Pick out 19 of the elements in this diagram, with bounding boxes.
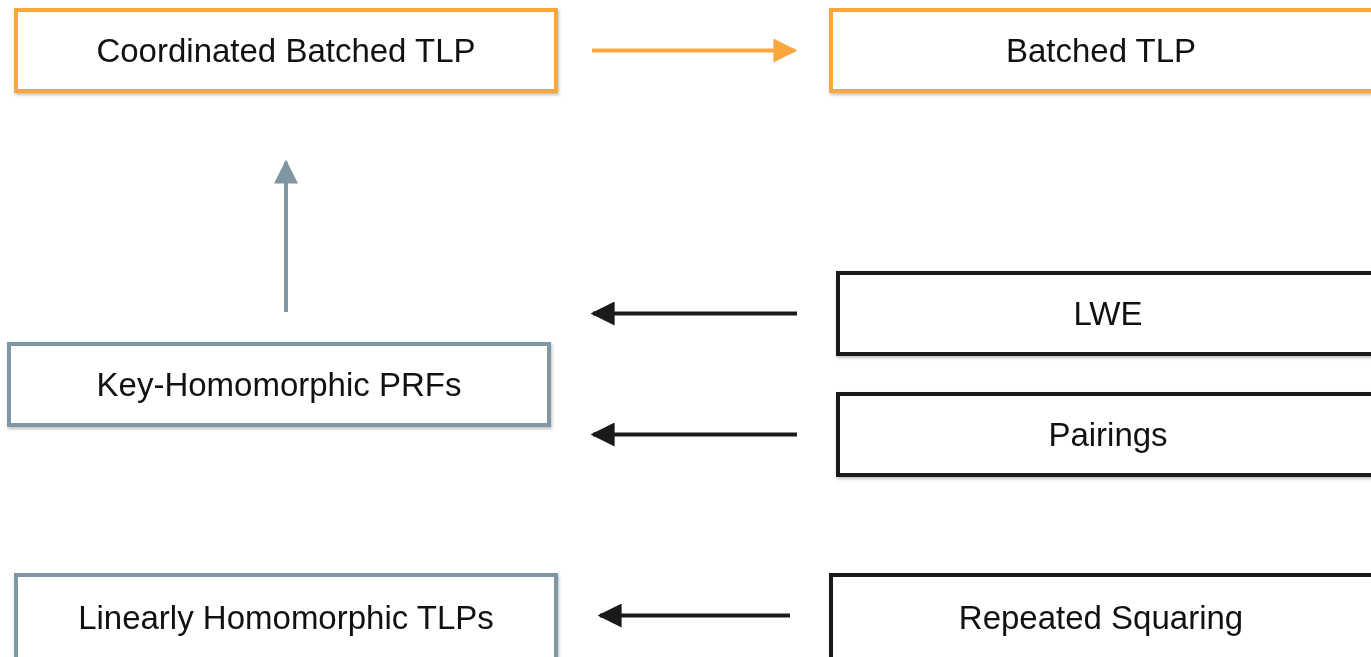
box-label: Linearly Homomorphic TLPs (78, 599, 494, 637)
process-box (829, 8, 1371, 93)
arrow (274, 159, 298, 312)
box-label: Pairings (1048, 415, 1168, 454)
box-label: Repeated Squaring (958, 599, 1244, 637)
process-box (829, 573, 1371, 657)
arrow (590, 301, 797, 326)
process-box (836, 392, 1371, 477)
process-box (836, 271, 1371, 356)
process-box (7, 342, 551, 427)
box-label: Coordinated Batched TLP (96, 31, 476, 70)
process-box (14, 573, 558, 657)
arrow (597, 603, 790, 628)
box-label: Key-Homomorphic PRFs (96, 365, 462, 404)
arrow (590, 422, 797, 447)
arrow (592, 38, 798, 63)
box-label: Batched TLP (1005, 31, 1197, 70)
process-box (14, 8, 558, 93)
box-label: LWE (1073, 294, 1143, 333)
